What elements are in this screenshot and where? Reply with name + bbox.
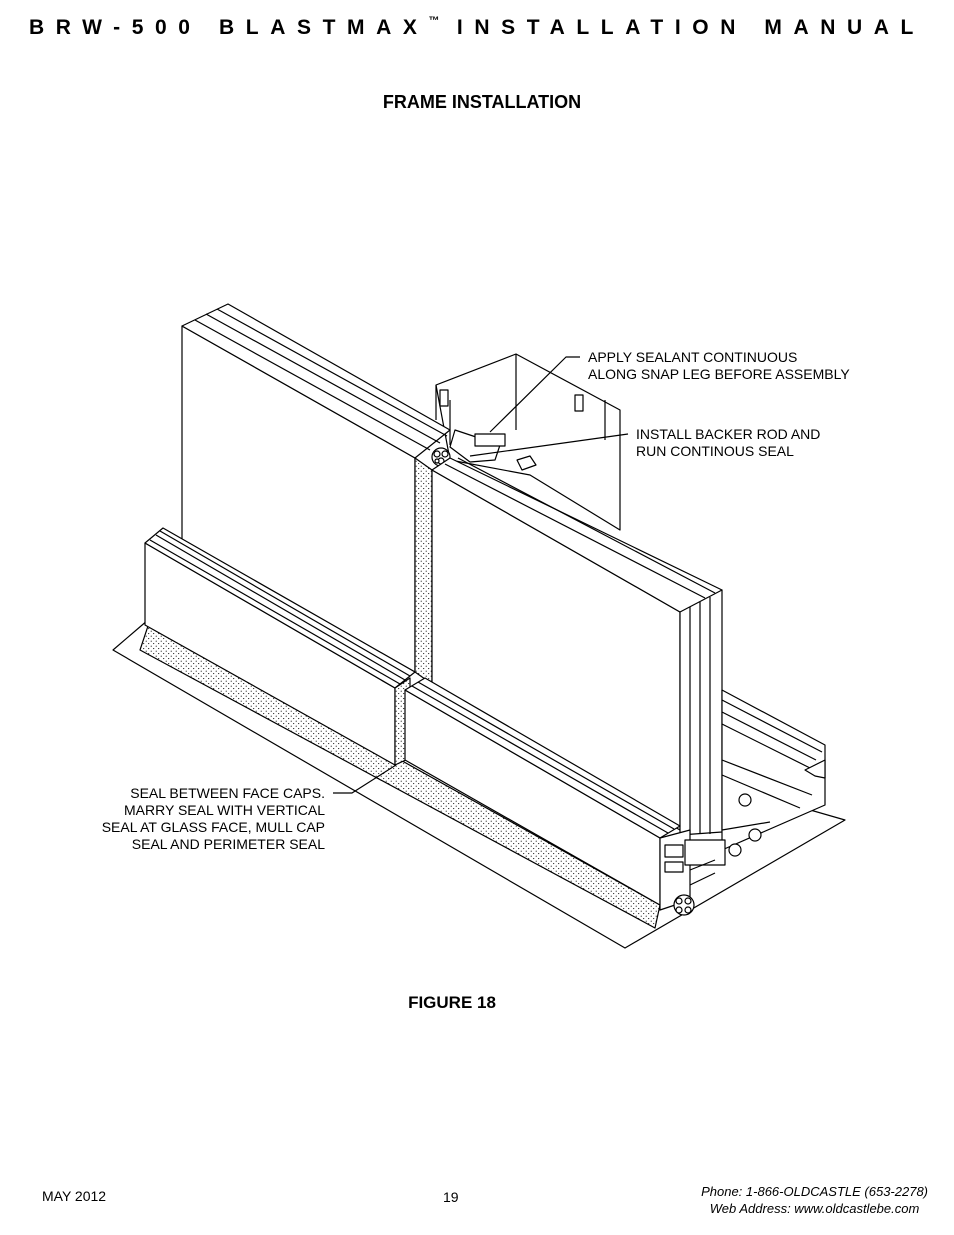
footer-date: MAY 2012	[42, 1188, 107, 1204]
perimeter-seal	[139, 619, 661, 929]
web-address: Web Address: www.oldcastlebe.com	[709, 1201, 920, 1216]
sill-extrusion	[721, 689, 826, 851]
leader-sealant	[489, 356, 580, 433]
callout-line: APPLY SEALANT CONTINUOUS	[588, 349, 798, 365]
callout-line: SEAL AT GLASS FACE, MULL CAP	[101, 819, 325, 835]
callout-line: MARRY SEAL WITH VERTICAL	[124, 802, 325, 818]
manual-title: INSTALLATION MANUAL	[456, 16, 925, 39]
callout-line: INSTALL BACKER ROD AND	[636, 426, 821, 442]
callout-line: SEAL AND PERIMETER SEAL	[131, 836, 325, 852]
callout-line: SEAL BETWEEN FACE CAPS.	[130, 785, 325, 801]
callout-face-caps-seal: SEAL BETWEEN FACE CAPS. MARRY SEAL WITH …	[102, 785, 325, 853]
page-number: 19	[443, 1189, 459, 1205]
phone-number: Phone: 1-866-OLDCASTLE (653-2278)	[701, 1184, 928, 1199]
manual-header: BRW-500 BLASTMAX™ INSTALLATION MANUAL	[0, 15, 954, 40]
leader-backer-rod	[469, 433, 629, 457]
footer-contact: Phone: 1-866-OLDCASTLE (653-2278) Web Ad…	[701, 1183, 928, 1217]
callout-apply-sealant: APPLY SEALANT CONTINUOUS ALONG SNAP LEG …	[588, 349, 850, 383]
callout-backer-rod: INSTALL BACKER ROD AND RUN CONTINOUS SEA…	[636, 426, 820, 460]
section-title: FRAME INSTALLATION	[382, 92, 582, 112]
leader-face-caps	[333, 764, 397, 794]
trademark-symbol: ™	[428, 15, 440, 27]
callout-line: RUN CONTINOUS SEAL	[636, 443, 794, 459]
figure-label: FIGURE 18	[408, 993, 496, 1012]
product-name: BRW-500 BLASTMAX	[28, 16, 429, 39]
vertical-joint-seal	[414, 457, 433, 685]
callout-line: ALONG SNAP LEG BEFORE ASSEMBLY	[588, 366, 850, 382]
